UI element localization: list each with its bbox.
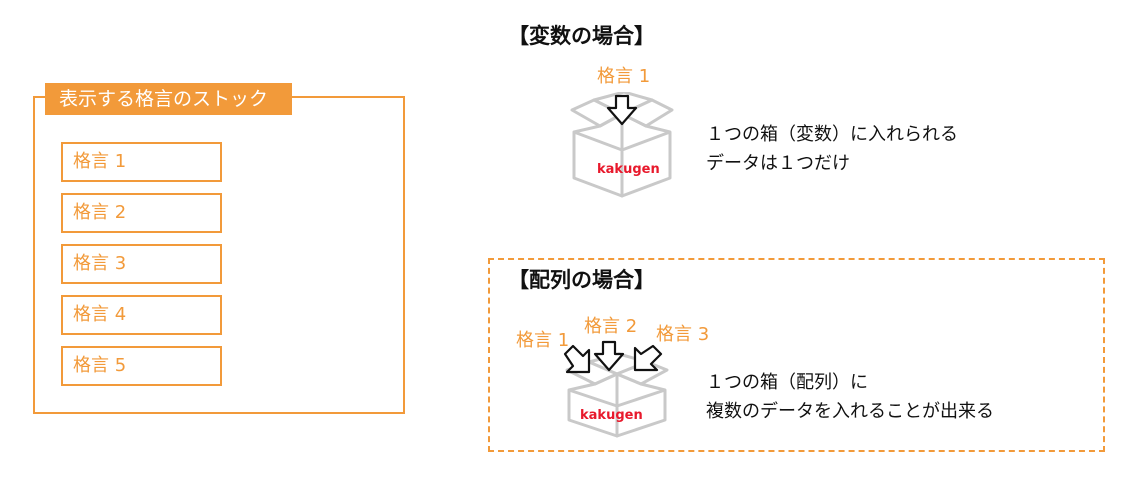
stock-panel-title: 表示する格言のストック (45, 83, 293, 117)
array-box-label: kakugen (580, 408, 643, 423)
array-box-icon (563, 340, 669, 438)
variable-input-label: 格言 1 (597, 66, 651, 87)
variable-desc-line2: データは１つだけ (706, 153, 850, 174)
stock-item-1: 格言 1 (61, 142, 222, 182)
array-frame (488, 258, 1105, 452)
array-input-label-2: 格言 2 (584, 316, 638, 337)
variable-box-label: kakugen (597, 162, 660, 177)
variable-desc-line1: １つの箱（変数）に入れられる (706, 124, 958, 145)
array-heading: 【配列の場合】 (508, 268, 655, 292)
array-input-label-3: 格言 3 (656, 324, 710, 345)
stock-item-2: 格言 2 (61, 193, 222, 233)
stock-item-4: 格言 4 (61, 295, 222, 335)
variable-heading: 【変数の場合】 (508, 24, 655, 48)
array-input-label-1: 格言 1 (516, 330, 570, 351)
variable-box-icon (570, 92, 674, 198)
array-desc-line2: 複数のデータを入れることが出来る (706, 401, 994, 422)
stock-item-5: 格言 5 (61, 346, 222, 386)
array-desc-line1: １つの箱（配列）に (706, 372, 868, 393)
stock-item-3: 格言 3 (61, 244, 222, 284)
